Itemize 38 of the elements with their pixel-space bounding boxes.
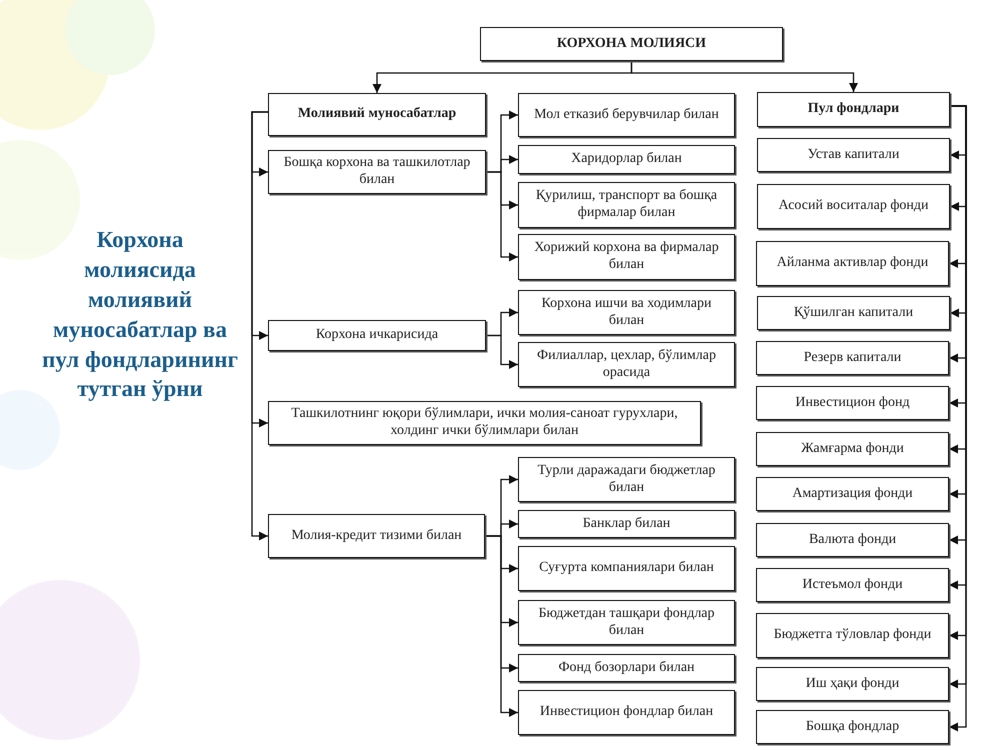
connector-arrow [630,61,858,92]
item-box: Хорижий корхона ва фирмалар билан [518,234,735,280]
item-box: Молия-кредит тизими билан [268,514,485,558]
item-box: Қурилиш, транспорт ва бошқа фирмалар билан [518,182,735,228]
connector-arrow [485,535,518,717]
item-box: Турли даражадаги бюджетлар билан [518,457,735,502]
item-box: Устав капитали [757,138,950,172]
item-box: Истеъмол фонди [756,568,949,602]
connector-arrow [251,111,268,540]
item-box: Резерв капитали [756,341,949,375]
category-box: Пул фондлари [757,92,950,127]
item-box: Бюджетга тўловлар фонди [756,613,949,658]
item-box: Айланма активлар фонди [756,241,949,286]
item-box: Бюджетдан ташқари фондлар билан [518,600,735,645]
item-box: Фонд бозорлари билан [518,654,735,682]
item-box: Инвестицион фондлар билан [518,690,735,735]
root-box: КОРХОНА МОЛИЯСИ [480,27,783,61]
connector-arrow [486,171,518,262]
item-box: Валюта фонди [756,523,949,557]
item-box: Жамғарма фонди [756,432,949,466]
item-box: Филиаллар, цехлар, бўлимлар орасида [518,342,735,387]
item-box: Инвестицион фонд [756,386,949,420]
item-box: Суғурта компаниялари билан [518,546,735,591]
item-box: Корхона ишчи ва ходимлари билан [518,290,735,335]
item-box: Корхона ичкарисида [268,320,486,351]
item-box: Бошқа корхона ва ташкилотлар билан [268,150,486,194]
item-box: Мол етказиб берувчилар билан [518,93,735,137]
item-box: Асосий воситалар фонди [757,184,950,229]
item-box: Банклар билан [518,510,735,538]
item-box: Бошқа фондлар [756,710,949,744]
category-box: Молиявий муносабатлар [268,93,486,136]
slide-title: Корхона молиясида молиявий муносабатлар ва пул фондларининг тутган ўрни [41,226,239,404]
item-box: Қўшилган капитали [757,296,950,330]
item-box: Харидорлар билан [518,145,735,174]
item-box: Иш ҳақи фонди [756,667,949,701]
item-box: Амартизация фонди [756,477,949,511]
item-box: Ташкилотнинг юқори бўлимлари, ички молия-саноат гурухлари, холдинг ички бўлимлари билан [268,401,701,445]
connector-arrow [486,334,518,369]
